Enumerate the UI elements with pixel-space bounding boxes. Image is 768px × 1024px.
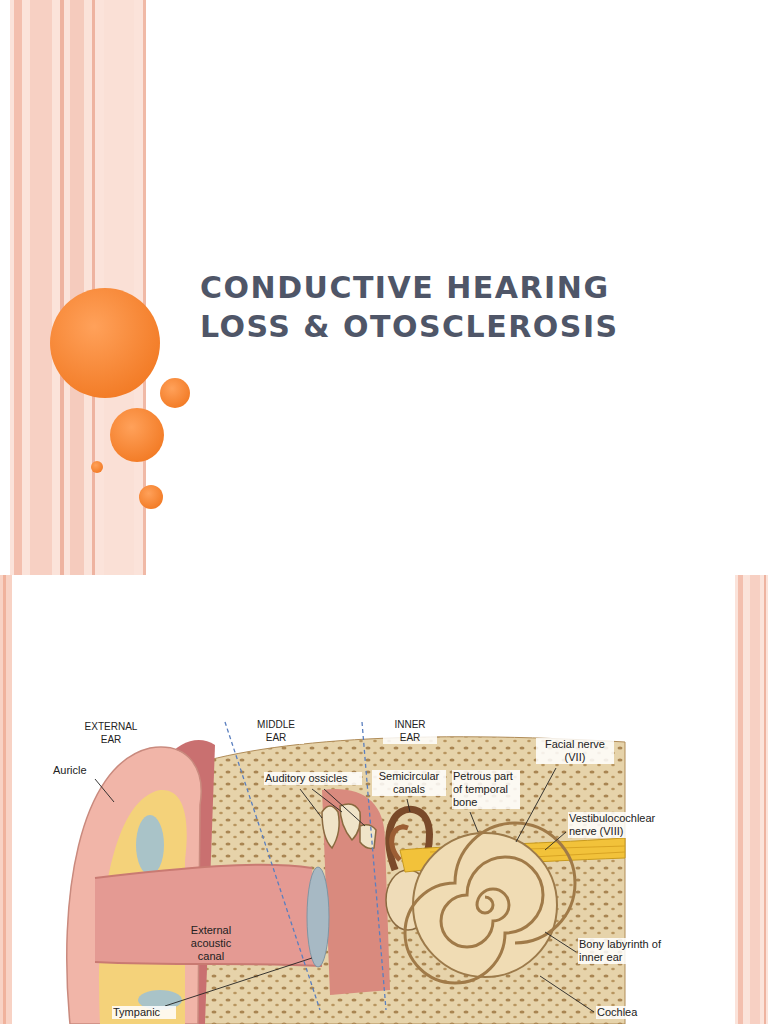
- part-label: Petrous part of temporal bone: [452, 770, 520, 809]
- part-label: External acoustic canal: [180, 924, 242, 963]
- part-label: Facial nerve (VII): [536, 738, 614, 764]
- part-label: Auricle: [52, 764, 104, 777]
- part-label: Cochlea: [596, 1006, 660, 1019]
- part-label: Bony labyrinth of inner ear: [578, 938, 684, 964]
- part-label: Auditory ossicles: [264, 772, 362, 785]
- region-label: EXTERNAL EAR: [76, 720, 146, 746]
- slide-title: CONDUCTIVE HEARING LOSS & OTOSCLEROSIS: [200, 268, 640, 346]
- region-label: MIDDLE EAR: [248, 718, 304, 744]
- part-label: Vestibulocochlear nerve (VIII): [568, 812, 682, 838]
- part-label: Semicircular canals: [372, 770, 446, 796]
- part-label: Tympanic: [112, 1006, 176, 1019]
- region-label: INNER EAR: [383, 718, 437, 744]
